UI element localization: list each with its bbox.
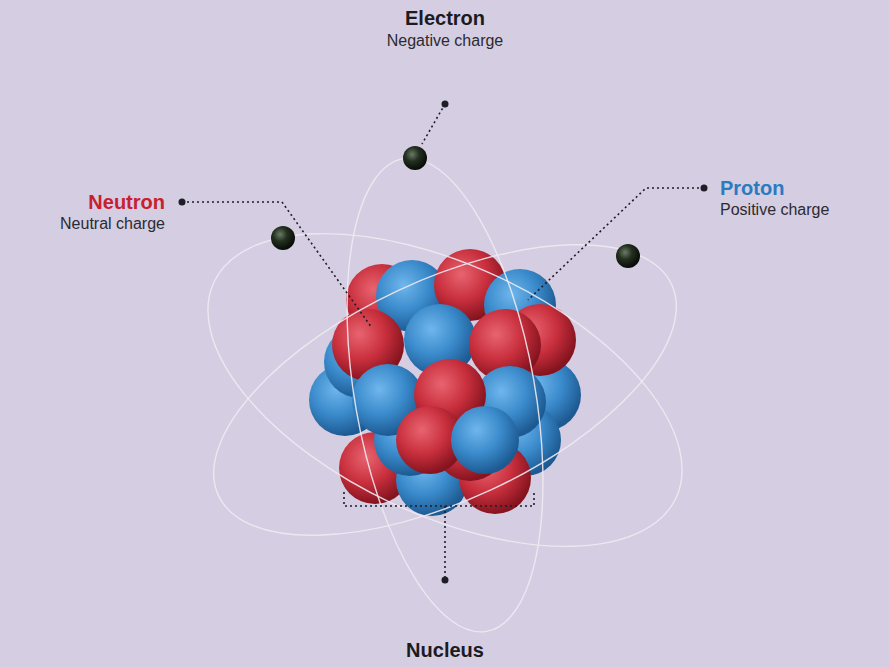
nucleus-bracket — [344, 492, 534, 506]
electron-spheres — [271, 146, 640, 268]
leader-line — [528, 188, 704, 300]
electron-sphere — [403, 146, 427, 170]
leader-line — [444, 506, 446, 578]
orbit — [172, 185, 718, 596]
leader-dot — [442, 577, 449, 584]
nucleus-title: Nucleus — [406, 638, 484, 662]
leader-line — [182, 202, 372, 328]
orbit-paths — [161, 143, 729, 647]
leader-dot — [701, 185, 708, 192]
orbit — [315, 143, 576, 647]
proton-note: Positive charge — [720, 200, 829, 219]
neutron-note: Neutral charge — [60, 214, 165, 233]
electron-title: Electron — [405, 6, 485, 30]
electron-note: Negative charge — [387, 31, 504, 50]
electron-sphere — [271, 226, 295, 250]
proton-sphere — [451, 406, 519, 474]
nucleus-cluster — [309, 249, 581, 516]
orbit — [161, 169, 729, 611]
neutron-title: Neutron — [88, 190, 165, 214]
proton-title: Proton — [720, 176, 784, 200]
leader-dots — [179, 101, 708, 584]
leader-dot — [442, 101, 449, 108]
leader-dot — [179, 199, 186, 206]
electron-sphere — [616, 244, 640, 268]
leader-line — [422, 104, 445, 144]
leader-lines — [182, 104, 704, 578]
